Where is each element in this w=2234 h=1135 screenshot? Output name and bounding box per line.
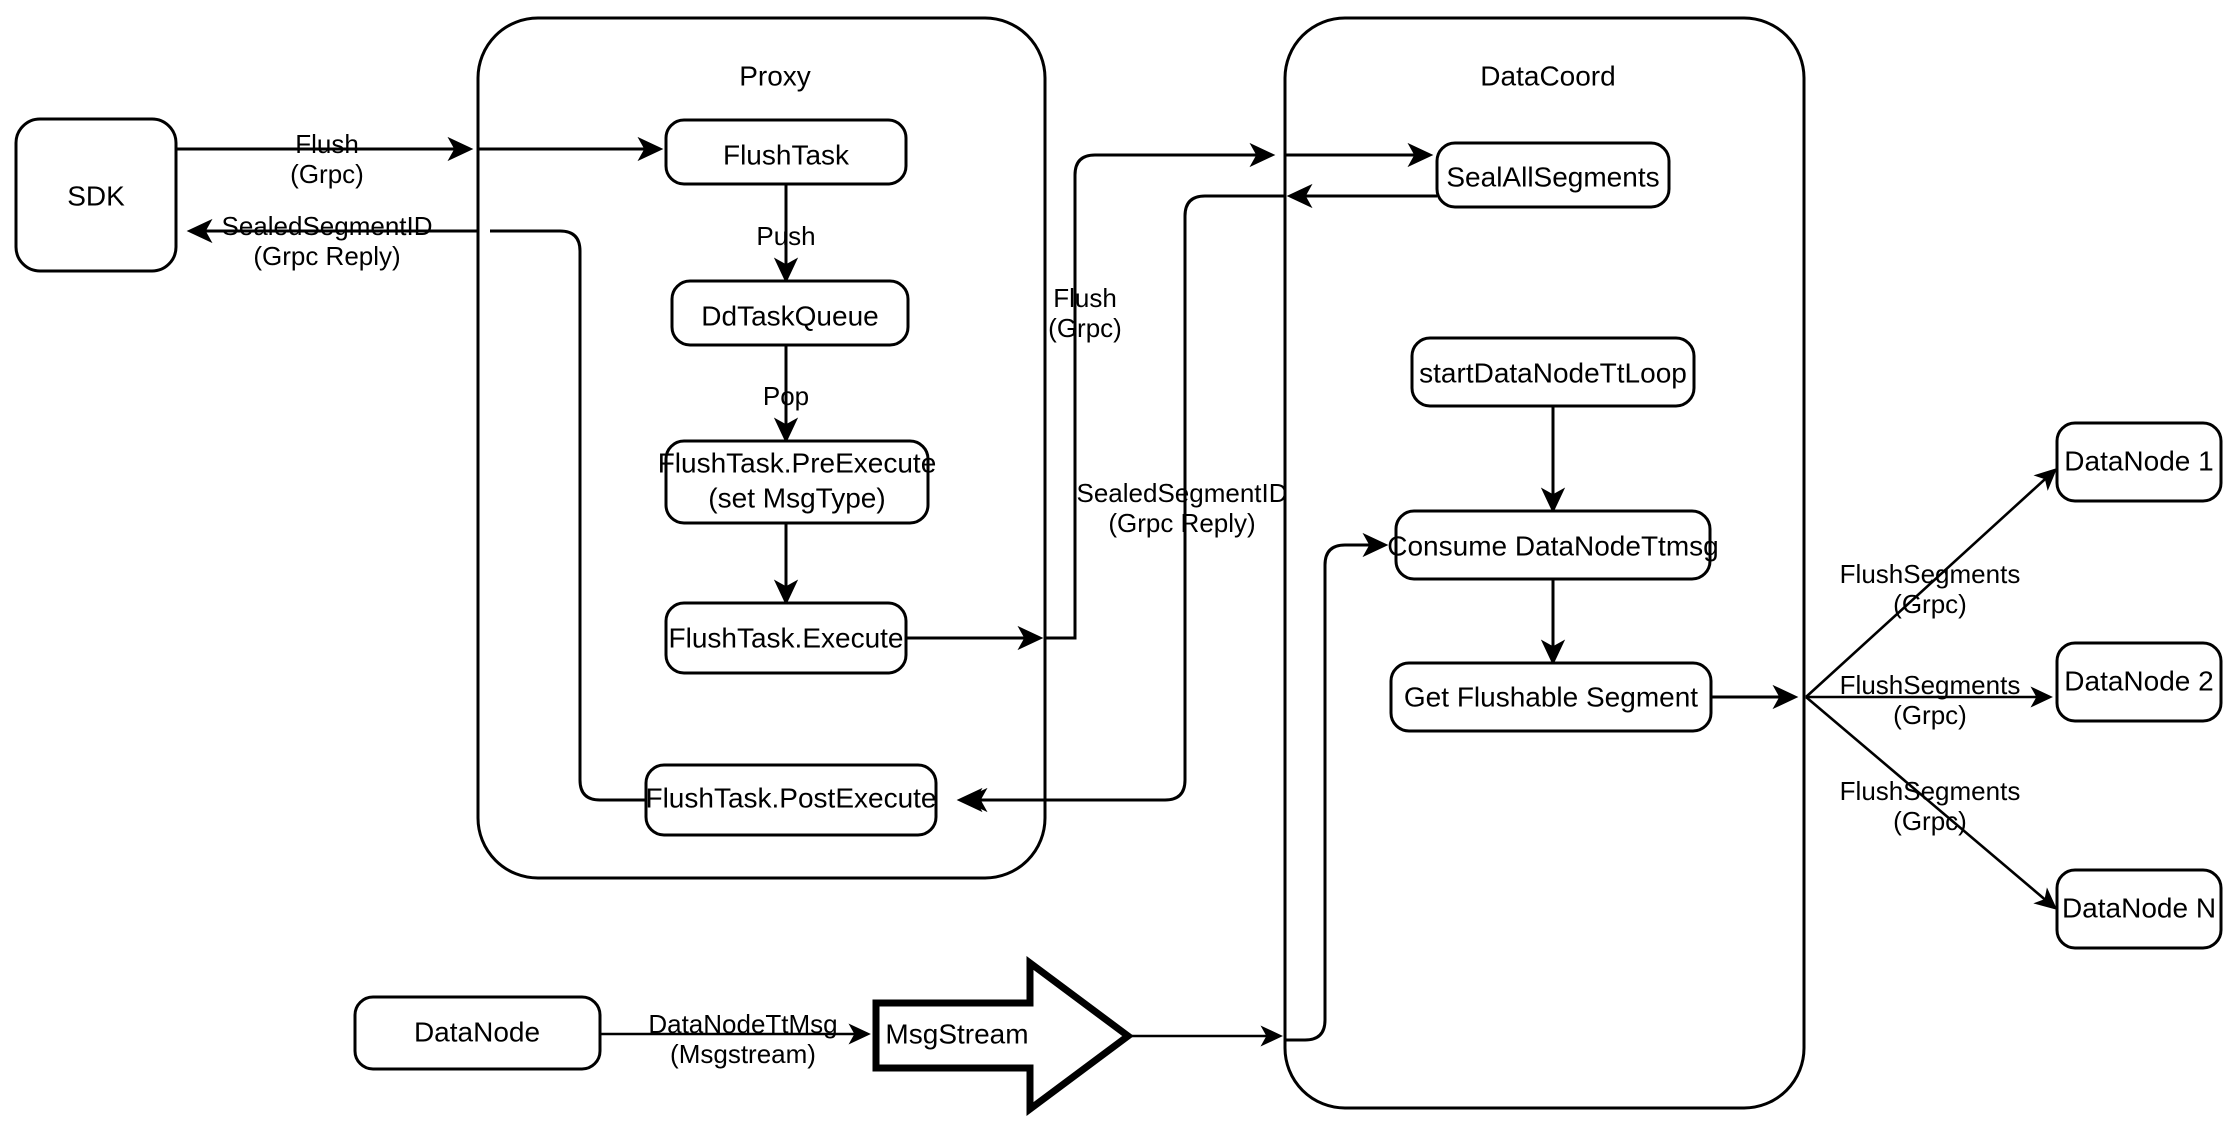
- node-flushtask-preexecute-label-line2: (set MsgType): [708, 482, 885, 513]
- edge-fanout-to-datanodeN: [1805, 696, 2058, 910]
- edge-fanout-to-datanode1: [1805, 468, 2058, 698]
- edge-flushsegments-1-label-line1: FlushSegments: [1840, 559, 2021, 589]
- edge-sdk-to-proxy-label-line2: (Grpc): [290, 159, 364, 189]
- node-datanode-1[interactable]: [2055, 421, 2223, 503]
- edge-datacoord-to-proxy-label-line2: (Grpc Reply): [1108, 508, 1255, 538]
- edge-flushsegments-n-label-line2: (Grpc): [1893, 806, 1967, 836]
- node-datanode-1-label: DataNode 1: [2064, 445, 2213, 476]
- edge-sdk-to-proxy-label-line1: Flush: [295, 129, 359, 159]
- node-datanode-2[interactable]: [2055, 641, 2223, 723]
- node-consume-datanodettmsg-label: Consume DataNodeTtmsg: [1387, 530, 1718, 561]
- edge-datanode-to-msgstream-label-line1: DataNodeTtMsg: [648, 1009, 837, 1039]
- edge-proxy-to-datacoord-label-line2: (Grpc): [1048, 313, 1122, 343]
- node-datanode-bottom-label: DataNode: [414, 1016, 540, 1047]
- node-flushtask-execute-label: FlushTask.Execute: [669, 622, 904, 653]
- node-msgstream-label: MsgStream: [885, 1018, 1028, 1049]
- edge-flushsegments-2-label-line1: FlushSegments: [1840, 670, 2021, 700]
- group-proxy: [476, 16, 1047, 880]
- node-datanode-n-label: DataNode N: [2062, 892, 2216, 923]
- node-get-flushable-segment-label: Get Flushable Segment: [1404, 681, 1698, 712]
- edge-flushsegments-1-label-line2: (Grpc): [1893, 589, 1967, 619]
- edge-postexecute-to-sdk-reply: [490, 229, 646, 802]
- node-datanode-2-label: DataNode 2: [2064, 665, 2213, 696]
- edge-datacoord-to-proxy-label-line1: SealedSegmentID: [1076, 478, 1287, 508]
- edge-flushsegments-2-label-line2: (Grpc): [1893, 700, 1967, 730]
- node-sdk[interactable]: [14, 117, 178, 273]
- edge-datanode-to-msgstream-label-line2: (Msgstream): [670, 1039, 816, 1069]
- edge-datacoord-to-proxy-reply: [956, 194, 1285, 813]
- edge-msgstream-into-consume: [1285, 532, 1389, 1042]
- node-flushtask-label: FlushTask: [723, 139, 850, 170]
- edge-push-label: Push: [756, 221, 815, 251]
- node-startdatanodettloop-label: startDataNodeTtLoop: [1419, 357, 1687, 388]
- node-sealallsegments-label: SealAllSegments: [1446, 161, 1659, 192]
- edge-proxy-to-sdk-label-line1: SealedSegmentID: [221, 211, 432, 241]
- node-ddtaskqueue[interactable]: [670, 279, 910, 347]
- node-ddtaskqueue-label: DdTaskQueue: [701, 300, 878, 331]
- node-sealallsegments[interactable]: [1435, 141, 1671, 209]
- edge-pop-label: Pop: [763, 381, 809, 411]
- group-datacoord: [1283, 16, 1806, 1110]
- edge-proxy-to-datacoord-label-line1: Flush: [1053, 283, 1117, 313]
- edge-proxy-to-sdk-label-line2: (Grpc Reply): [253, 241, 400, 271]
- group-datacoord-label: DataCoord: [1480, 60, 1615, 91]
- node-sdk-label: SDK: [67, 180, 125, 211]
- node-flushtask-preexecute[interactable]: [664, 439, 930, 525]
- node-flushtask-preexecute-label-line1: FlushTask.PreExecute: [658, 447, 937, 478]
- node-datanode-n[interactable]: [2055, 868, 2223, 950]
- edge-flushsegments-n-label-line1: FlushSegments: [1840, 776, 2021, 806]
- node-flushtask-postexecute-label: FlushTask.PostExecute: [645, 782, 936, 813]
- edge-proxy-to-datacoord-flush: [1070, 142, 1276, 640]
- group-proxy-label: Proxy: [739, 60, 811, 91]
- shape-msgstream-arrow: [872, 956, 1134, 1116]
